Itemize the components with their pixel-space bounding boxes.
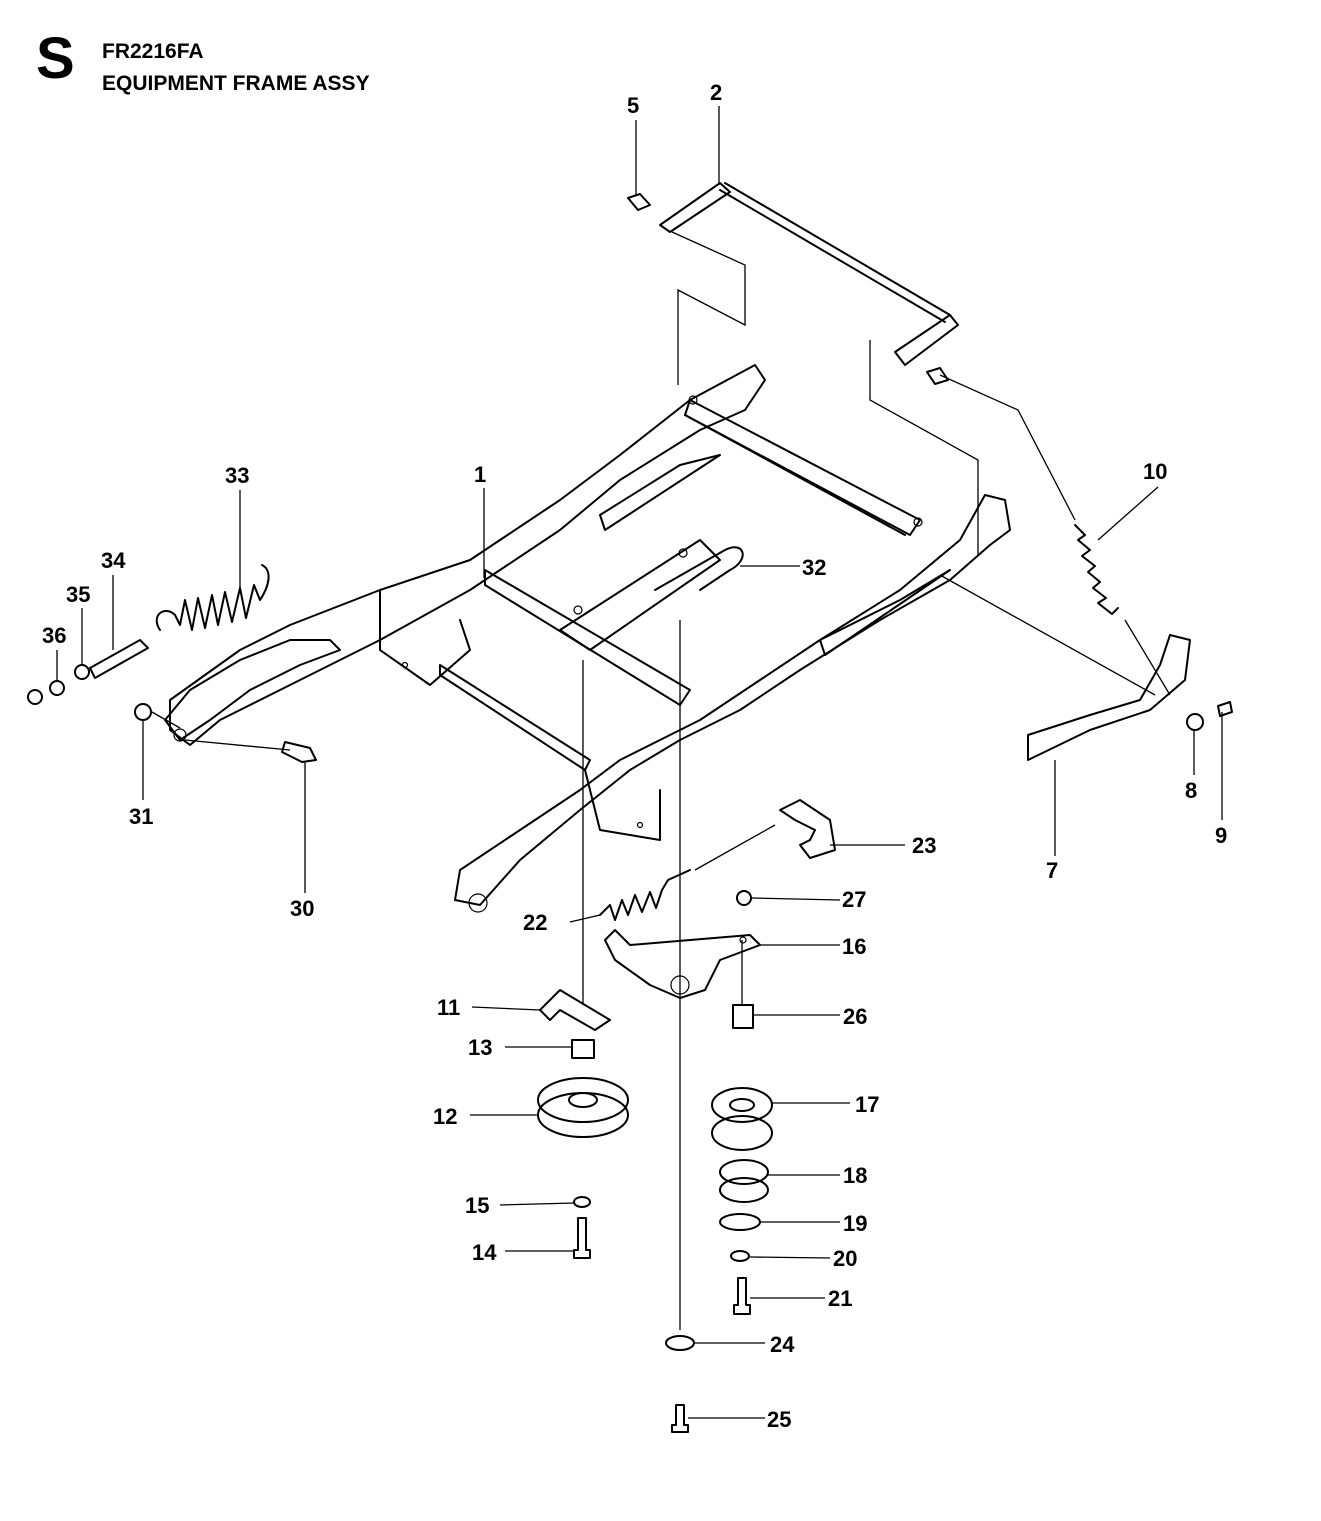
- bearing-18: [719, 1159, 769, 1203]
- callout-22: 22: [523, 910, 547, 935]
- callout-21: 21: [828, 1286, 852, 1311]
- spring-33: [155, 564, 270, 631]
- callout-23: 23: [912, 833, 936, 858]
- section-letter: S: [36, 26, 75, 91]
- callout-35: 35: [66, 582, 90, 607]
- washer-24: [665, 1335, 695, 1351]
- washer-8: [1186, 713, 1204, 731]
- bracket-16: [604, 929, 761, 999]
- plate-11: [539, 989, 611, 1031]
- washer-35: [74, 664, 90, 680]
- callout-17: 17: [855, 1092, 879, 1117]
- spacer-26: [732, 1004, 754, 1029]
- callout-32: 32: [802, 555, 826, 580]
- callout-9: 9: [1215, 823, 1227, 848]
- diagram-title: EQUIPMENT FRAME ASSY: [102, 72, 370, 95]
- callout-10: 10: [1143, 459, 1167, 484]
- callout-24: 24: [770, 1332, 795, 1357]
- screw-9: [1217, 701, 1233, 717]
- spring-10: [1074, 524, 1119, 615]
- arm-left: [164, 639, 341, 741]
- screw-25: [671, 1404, 689, 1433]
- callout-15: 15: [465, 1193, 489, 1218]
- callouts: 1 2 5 7 8 9 10 11 12 13 14 15 16 17 18 1…: [42, 80, 1227, 1432]
- callout-5: 5: [627, 93, 639, 118]
- callout-12: 12: [433, 1104, 457, 1129]
- callout-13: 13: [468, 1035, 492, 1060]
- arm-7: [1027, 634, 1191, 761]
- nut-36a: [49, 680, 65, 696]
- washer-15: [573, 1196, 591, 1208]
- pulley-17: [711, 1087, 773, 1151]
- callout-30: 30: [290, 896, 314, 921]
- bolt-14: [573, 1217, 591, 1259]
- callout-14: 14: [472, 1240, 497, 1265]
- callout-20: 20: [833, 1246, 857, 1271]
- leader-lines: [56, 106, 1223, 1419]
- callout-7: 7: [1046, 858, 1058, 883]
- callout-8: 8: [1185, 778, 1197, 803]
- callout-31: 31: [129, 804, 153, 829]
- callout-34: 34: [101, 548, 126, 573]
- callout-11: 11: [437, 995, 460, 1020]
- callout-18: 18: [843, 1163, 867, 1188]
- model-number: FR2216FA: [102, 40, 204, 63]
- lift-shaft: [659, 182, 959, 366]
- equipment-frame: [169, 364, 1011, 913]
- bolt-30: [281, 741, 317, 763]
- nut-31: [134, 703, 152, 721]
- callout-26: 26: [843, 1004, 867, 1029]
- callout-16: 16: [842, 934, 866, 959]
- pulley-12: [537, 1077, 629, 1138]
- lever-23: [779, 799, 836, 859]
- nut-27: [736, 890, 752, 906]
- callout-2: 2: [710, 80, 722, 105]
- callout-25: 25: [767, 1407, 791, 1432]
- bolt-21: [733, 1277, 751, 1315]
- callout-36: 36: [42, 623, 66, 648]
- bolt-2b: [926, 367, 949, 385]
- spacer-13: [571, 1039, 595, 1059]
- callout-33: 33: [225, 463, 249, 488]
- snap-ring-19: [719, 1213, 761, 1231]
- callout-1: 1: [474, 462, 486, 487]
- callout-19: 19: [843, 1211, 867, 1236]
- callout-27: 27: [842, 887, 866, 912]
- washer-20: [730, 1250, 750, 1262]
- nut-36b: [27, 689, 43, 705]
- spring-22: [599, 869, 691, 921]
- bolt-34: [89, 639, 149, 679]
- hairpin-32: [654, 546, 744, 591]
- bolt-5: [627, 193, 651, 211]
